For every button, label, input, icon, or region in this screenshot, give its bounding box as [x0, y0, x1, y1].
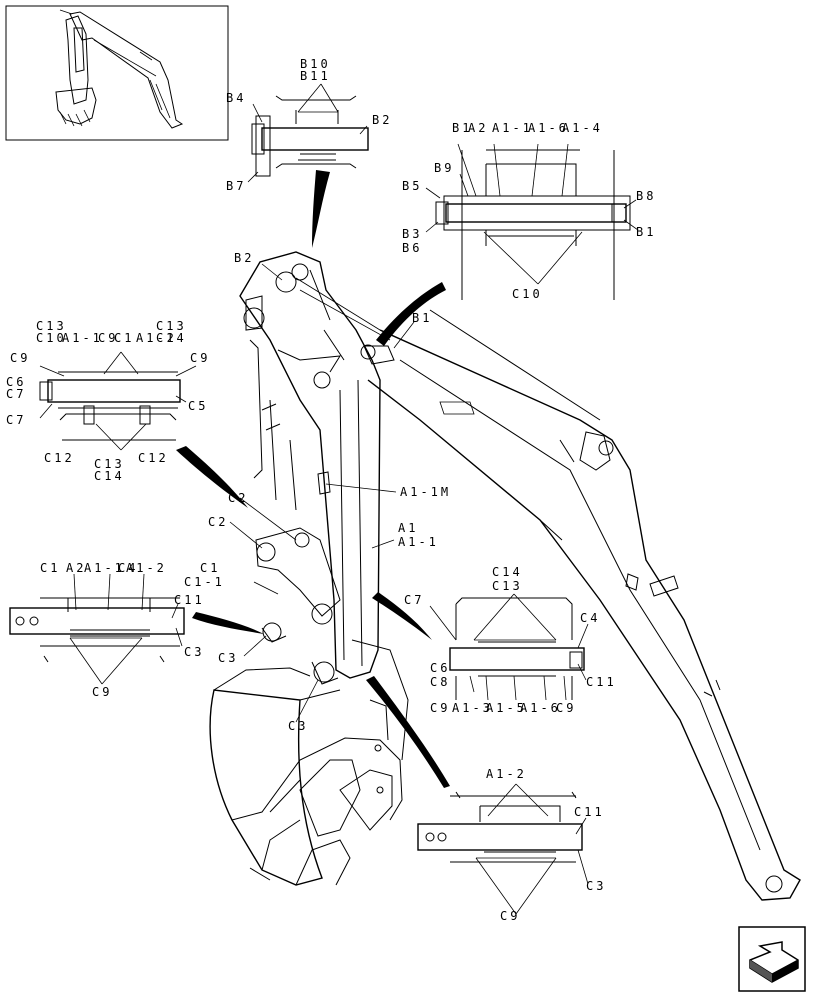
label-c9-mr: C9	[430, 701, 450, 715]
label-a1-1m: A1-1M	[400, 485, 451, 499]
label-a1-6-mr: A1-6	[520, 701, 561, 715]
detail-top-pin	[247, 83, 369, 183]
detail-middle-right-pin	[429, 593, 589, 701]
label-b4: B4	[226, 91, 246, 105]
main-leader-lines	[229, 263, 415, 723]
label-c4-bl: C4	[118, 561, 138, 575]
label-b1a: B1	[452, 121, 472, 135]
label-b2-mid: B2	[234, 251, 254, 265]
label-c11-mr: C11	[586, 675, 617, 689]
label-c9-bl: C9	[92, 685, 112, 699]
label-c8-mr: C8	[430, 675, 450, 689]
label-c2-a: C2	[228, 491, 248, 505]
label-c3-br: C3	[586, 879, 606, 893]
label-b7: B7	[226, 179, 246, 193]
label-c9-mr2: C9	[556, 701, 576, 715]
label-a1-6: A1-6	[528, 121, 569, 135]
label-a2: A2	[468, 121, 488, 135]
label-c13-left: C13	[36, 319, 67, 333]
boom	[367, 309, 801, 901]
detail-bottom-left-pin	[9, 573, 185, 685]
label-b6: B6	[402, 241, 422, 255]
label-b3: B3	[402, 227, 422, 241]
part-labels: B10 B11 B4 B2 B7 B1 A2 A1-1 A1-6 A1-4 B9…	[6, 57, 656, 923]
label-b1-mid: B1	[412, 311, 432, 325]
label-a2-bl: A2	[66, 561, 86, 575]
label-c14-right: C14	[156, 331, 187, 345]
label-c11-bl: C11	[174, 593, 205, 607]
label-b2-top: B2	[372, 113, 392, 127]
label-c1-link: C1	[200, 561, 220, 575]
label-c9-far-left: C9	[10, 351, 30, 365]
dipper-arm	[239, 251, 395, 685]
label-c9-br: C9	[500, 909, 520, 923]
label-a1-2-br: A1-2	[486, 767, 527, 781]
label-a1-2-left: A1-2	[136, 331, 177, 345]
label-b9: B9	[434, 161, 454, 175]
label-c11-br: C11	[574, 805, 605, 819]
label-c3-bl: C3	[184, 645, 204, 659]
label-c14-bottom: C14	[94, 469, 125, 483]
label-a1-5: A1-5	[486, 701, 527, 715]
label-c10-left: C10	[36, 331, 67, 345]
next-page-button[interactable]	[738, 926, 806, 992]
label-c4-mr: C4	[580, 611, 600, 625]
label-a1-1-arm: A1-1	[398, 535, 439, 549]
detail-bottom-right-pin	[417, 783, 589, 915]
label-a1: A1	[398, 521, 418, 535]
label-a1-3: A1-3	[452, 701, 493, 715]
label-c13-bottom: C13	[94, 457, 125, 471]
label-c5: C5	[188, 399, 208, 413]
label-a1-2-bl: A1-2	[126, 561, 167, 575]
overview-thumbnail	[5, 5, 229, 141]
label-c13-mr: C13	[492, 579, 523, 593]
label-b10: B10	[300, 57, 331, 71]
label-c7-lower: C7	[6, 413, 26, 427]
label-c1-left-top: C1	[114, 331, 134, 345]
label-c6: C6	[6, 375, 26, 389]
label-a1-1: A1-1	[492, 121, 533, 135]
label-c1-1-link: C1-1	[184, 575, 225, 589]
label-c3-pin2: C3	[288, 719, 308, 733]
label-c6-mr: C6	[430, 661, 450, 675]
label-c12-right: C12	[138, 451, 169, 465]
label-c12-left: C12	[44, 451, 75, 465]
label-a1-4: A1-4	[562, 121, 603, 135]
label-c14-mr: C14	[492, 565, 523, 579]
label-c3-pin1: C3	[218, 651, 238, 665]
label-a1-1-left: A1-1	[62, 331, 103, 345]
label-b1-right: B1	[636, 225, 656, 239]
label-c1-bl: C1	[40, 561, 60, 575]
callout-arrows	[176, 170, 450, 788]
label-c9-left-top: C9	[98, 331, 118, 345]
label-b11: B11	[300, 69, 331, 83]
label-c7: C7	[6, 387, 26, 401]
next-page-arrow-icon	[738, 926, 806, 992]
bucket	[209, 639, 409, 886]
detail-upper-right-pin	[425, 143, 639, 300]
label-a1-1-bl: A1-1	[84, 561, 125, 575]
label-c7-mr: C7	[404, 593, 424, 607]
label-b8: B8	[636, 189, 656, 203]
detail-left-middle-pin	[39, 351, 197, 451]
label-c13-right: C13	[156, 319, 187, 333]
label-c10: C10	[512, 287, 543, 301]
label-b5: B5	[402, 179, 422, 193]
label-c2-b: C2	[208, 515, 228, 529]
label-c9-far-right: C9	[190, 351, 210, 365]
